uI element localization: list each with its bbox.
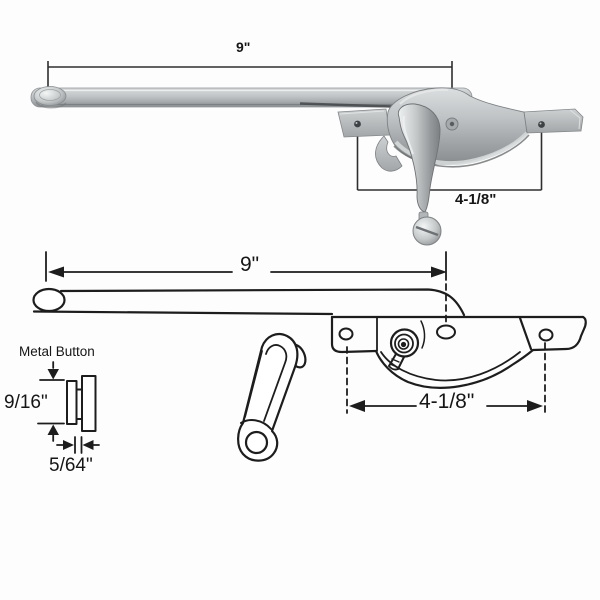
arm-track-slot [299,102,407,109]
photo-dimension-hole-spacing [356,129,543,191]
drawing-hole-spacing-label: 4-1/8" [419,390,475,413]
photo-crank-handle [397,103,442,246]
right-screw-hole [538,121,545,128]
drawing-operator-body [330,315,587,389]
drawing-handle-hub-hole [244,430,269,455]
photo-right-mounting-ear [522,108,584,134]
drawing-dimension-arm-length [45,251,447,325]
button-thickness-dimension [56,436,100,454]
photo-hole-spacing-label: 4-1/8" [455,191,497,208]
drawing-operator-arm [32,287,466,317]
line-view [32,251,587,462]
photo-arm-length-label: 9" [236,39,251,55]
button-height-dimension [37,361,65,442]
photo-operator-arm [30,86,473,109]
arm-guide-bracket [375,135,403,172]
arm-rivet-button [33,86,67,106]
crank-knob [412,216,442,246]
photo-operator-body [375,87,530,172]
drawing-dimension-hole-spacing [346,342,546,414]
button-height-label: 9/16" [4,392,48,413]
button-detail [37,361,100,454]
photo-left-mounting-ear [337,108,391,138]
drawing-pivot-hole [436,324,456,340]
photo-view [30,61,584,246]
drawing-spindle [388,320,426,371]
button-thickness-label: 5/64" [49,455,93,476]
metal-button-title: Metal Button [19,344,95,359]
button-cross-section [66,375,97,432]
drawing-arm-length-label: 9" [240,253,260,276]
drawing-crank-handle [237,332,307,462]
left-screw-hole [354,120,361,128]
